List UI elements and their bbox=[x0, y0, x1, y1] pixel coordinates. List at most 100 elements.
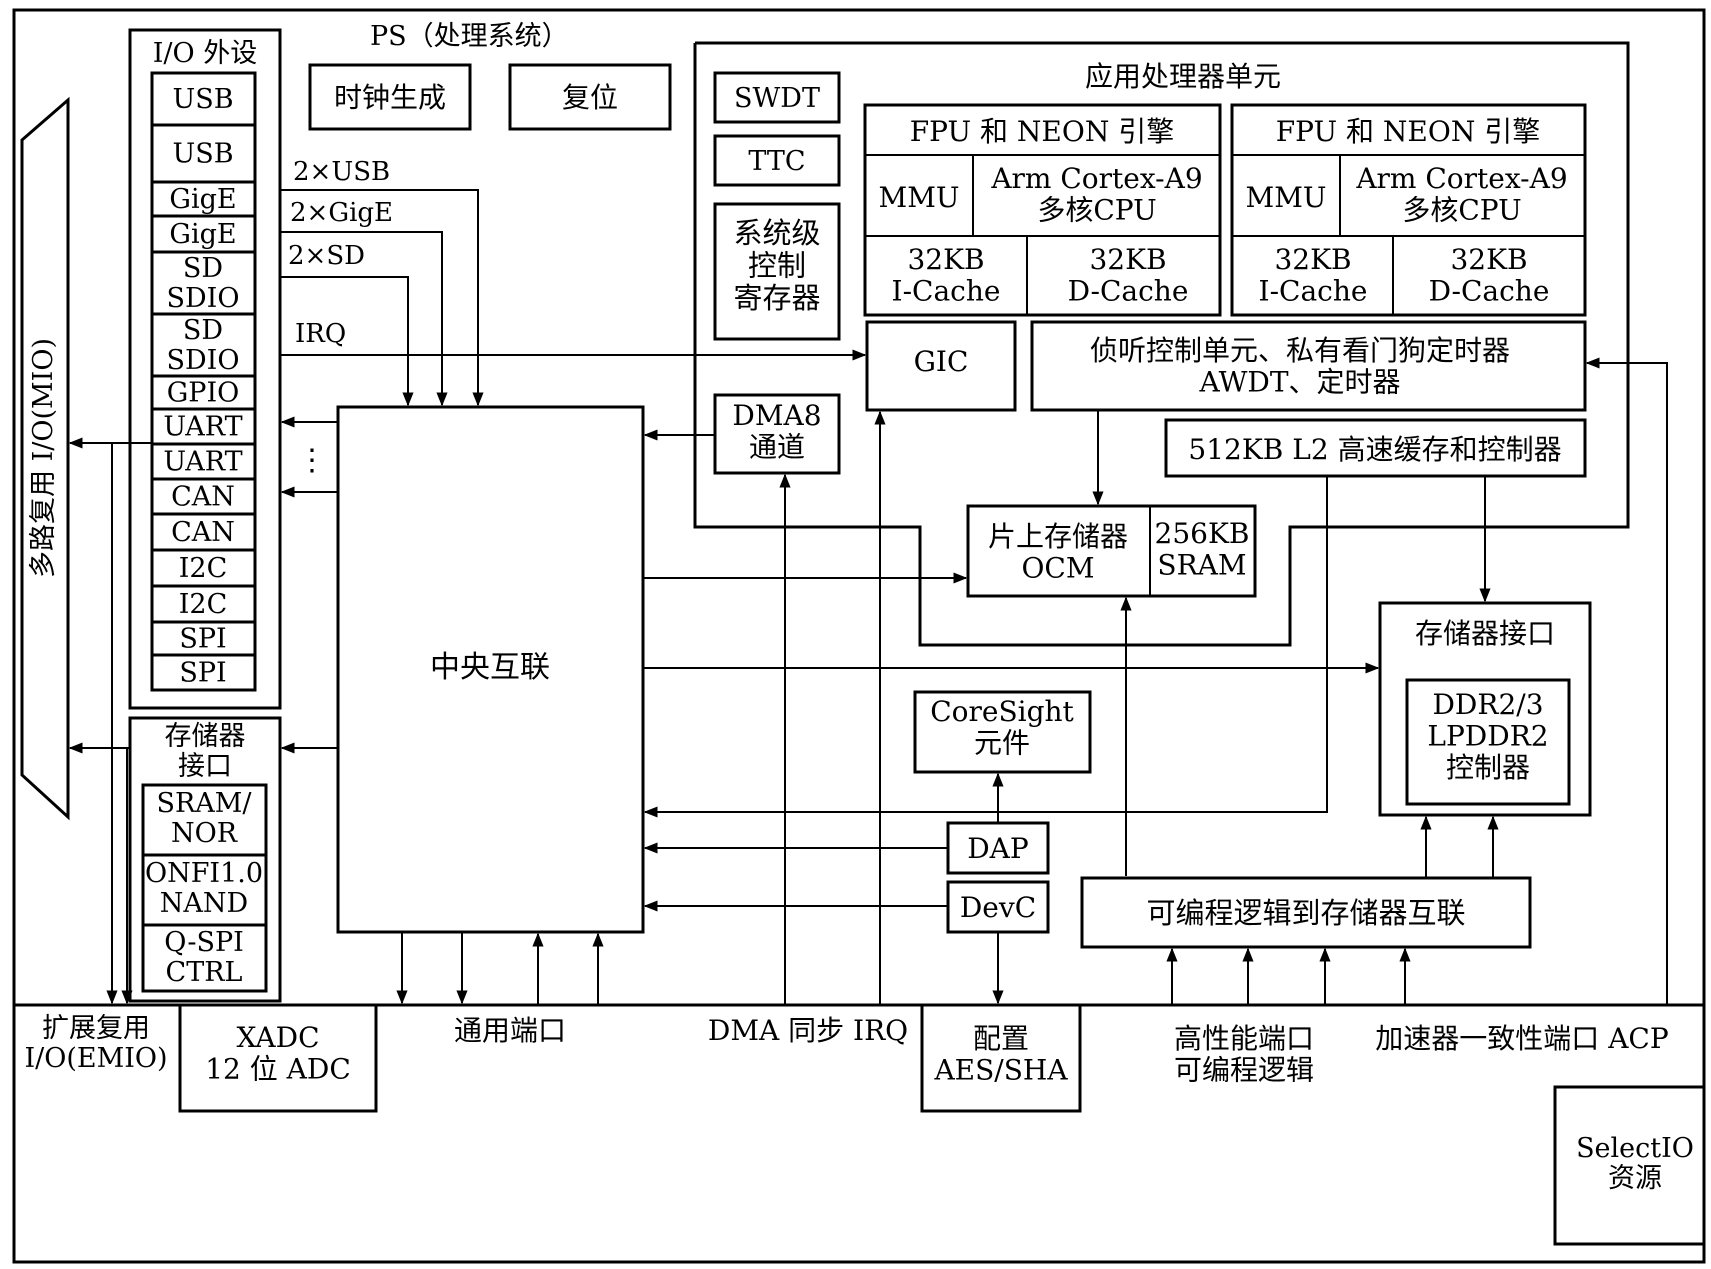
io-peripheral-label: CAN bbox=[171, 517, 235, 548]
io-peripheral-label: UART bbox=[163, 447, 242, 478]
ttc-label: TTC bbox=[748, 146, 805, 177]
gp-ports-label: 通用端口 bbox=[454, 1014, 566, 1047]
l2-to-ci-arrow bbox=[643, 476, 1328, 818]
io-peripheral-label: SPI bbox=[179, 624, 226, 655]
gige-bus-line bbox=[280, 231, 448, 407]
io-peripheral-label: GigE bbox=[169, 184, 236, 215]
xadc-box bbox=[178, 1003, 378, 1113]
dma-box bbox=[713, 393, 841, 475]
io-peripheral-label: GPIO bbox=[167, 378, 240, 409]
io-peripheral-label: SPI bbox=[179, 658, 226, 689]
pl-memory-interconnect-box bbox=[1080, 876, 1532, 949]
ps-title: PS（处理系统） bbox=[370, 21, 569, 52]
config-box bbox=[920, 1003, 1082, 1113]
reset-box bbox=[508, 63, 672, 131]
scu-box bbox=[1030, 320, 1587, 412]
coresight-box bbox=[913, 690, 1092, 774]
sd-bus-line bbox=[280, 276, 414, 407]
io-peripheral-item bbox=[150, 653, 257, 692]
dap-label: DAP bbox=[967, 832, 1029, 865]
io-peripheral-item bbox=[150, 374, 257, 411]
mmu-label-0: MMU bbox=[879, 181, 960, 214]
acp-label: 加速器一致性端口 ACP bbox=[1375, 1022, 1668, 1055]
io-peripheral-label: I2C bbox=[179, 589, 228, 620]
sram-nor-label: SRAM/NOR bbox=[156, 788, 252, 849]
io-peripheral-label: USB bbox=[172, 84, 233, 115]
left-memory-interface-title: 存储器接口 bbox=[165, 721, 246, 782]
central-interconnect-box bbox=[336, 405, 645, 934]
io-peripheral-label: USB bbox=[172, 139, 233, 170]
outer-frame bbox=[12, 8, 1706, 1264]
usb-bus-line bbox=[280, 189, 484, 407]
fpu-neon-label-1: FPU 和 NEON 引擎 bbox=[1276, 115, 1540, 148]
io-peripheral-item bbox=[150, 407, 257, 446]
dma-sync-irq-label: DMA 同步 IRQ bbox=[708, 1014, 908, 1047]
right-memory-interface-title: 存储器接口 bbox=[1415, 617, 1555, 650]
clock-gen-box bbox=[308, 63, 472, 131]
swdt-box bbox=[713, 71, 841, 124]
sd-bus-label: 2×SD bbox=[288, 241, 365, 271]
mio-block bbox=[20, 96, 70, 821]
gic-label: GIC bbox=[914, 345, 969, 378]
qspi-box bbox=[141, 923, 268, 993]
io-peripheral-item bbox=[150, 477, 257, 516]
ddr-controller-box bbox=[1405, 678, 1571, 806]
io-peripheral-item bbox=[150, 123, 257, 184]
io-peripheral-item bbox=[150, 548, 257, 588]
selectio-box bbox=[1553, 1085, 1706, 1246]
nand-box bbox=[141, 853, 268, 927]
l2-cache-label: 512KB L2 高速缓存和控制器 bbox=[1188, 433, 1561, 466]
devc-label: DevC bbox=[960, 891, 1036, 924]
cpu-core-1 bbox=[1230, 103, 1587, 317]
l2-cache-box bbox=[1164, 418, 1587, 478]
apu-frame bbox=[693, 41, 1630, 647]
io-peripheral-item bbox=[150, 584, 257, 624]
pl-memory-interconnect-label: 可编程逻辑到存储器互联 bbox=[1146, 896, 1465, 930]
ellipsis-dots: ⋮ bbox=[297, 443, 327, 478]
hp-ports-label: 高性能端口可编程逻辑 bbox=[1174, 1022, 1314, 1086]
io-peripheral-item bbox=[150, 214, 257, 254]
mmu-label-1: MMU bbox=[1246, 181, 1327, 214]
io-peripheral-label: I2C bbox=[179, 553, 228, 584]
slcr-box bbox=[713, 202, 841, 341]
reset-label: 复位 bbox=[562, 81, 618, 114]
acp-to-scu-arrow bbox=[1585, 357, 1668, 1005]
ocm-box bbox=[966, 504, 1257, 598]
cpu-core-0 bbox=[863, 103, 1222, 317]
fpu-neon-label-0: FPU 和 NEON 引擎 bbox=[910, 115, 1174, 148]
io-peripheral-item bbox=[150, 312, 257, 378]
ttc-box bbox=[713, 134, 841, 187]
gige-bus-label: 2×GigE bbox=[290, 198, 393, 228]
apu-title: 应用处理器单元 bbox=[1085, 60, 1281, 93]
io-peripheral-item bbox=[150, 250, 257, 316]
io-peripheral-item bbox=[150, 180, 257, 218]
io-peripherals-title: I/O 外设 bbox=[153, 38, 257, 69]
usb-bus-label: 2×USB bbox=[293, 157, 390, 187]
slcr-label: 系统级控制寄存器 bbox=[733, 216, 820, 315]
sram-nor-box bbox=[141, 783, 268, 857]
clock-gen-label: 时钟生成 bbox=[334, 81, 446, 114]
io-peripheral-label: CAN bbox=[171, 482, 235, 513]
dap-box bbox=[946, 821, 1050, 875]
